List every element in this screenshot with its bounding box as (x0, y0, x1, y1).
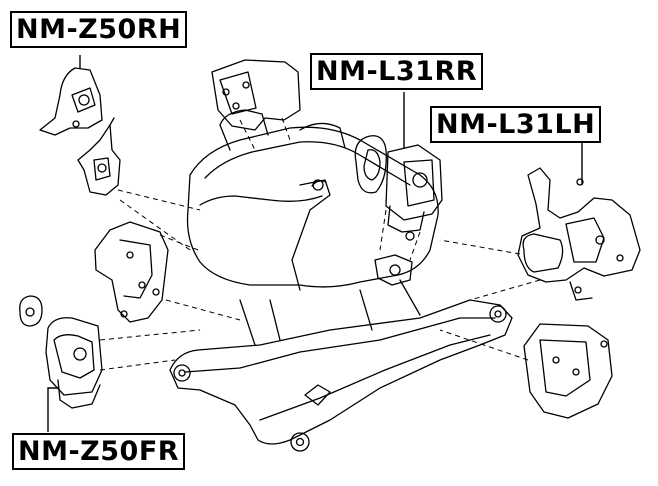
leader-lines (47, 55, 583, 432)
label-nm-l31rr: NM-L31RR (310, 53, 484, 90)
label-nm-l31lh: NM-L31LH (430, 106, 602, 143)
bracket-left-middle (94, 221, 169, 323)
bracket-lower-right (523, 323, 613, 419)
bracket-top-center (211, 59, 301, 131)
label-nm-z50fr: NM-Z50FR (12, 433, 186, 470)
guide-lines (99, 117, 541, 371)
part-l31lh (517, 167, 641, 301)
part-l31rr (354, 135, 443, 241)
part-z50rh (39, 67, 121, 196)
part-z50fr (19, 295, 103, 409)
label-nm-z50rh: NM-Z50RH (10, 11, 188, 48)
engine-subframe (169, 109, 513, 452)
